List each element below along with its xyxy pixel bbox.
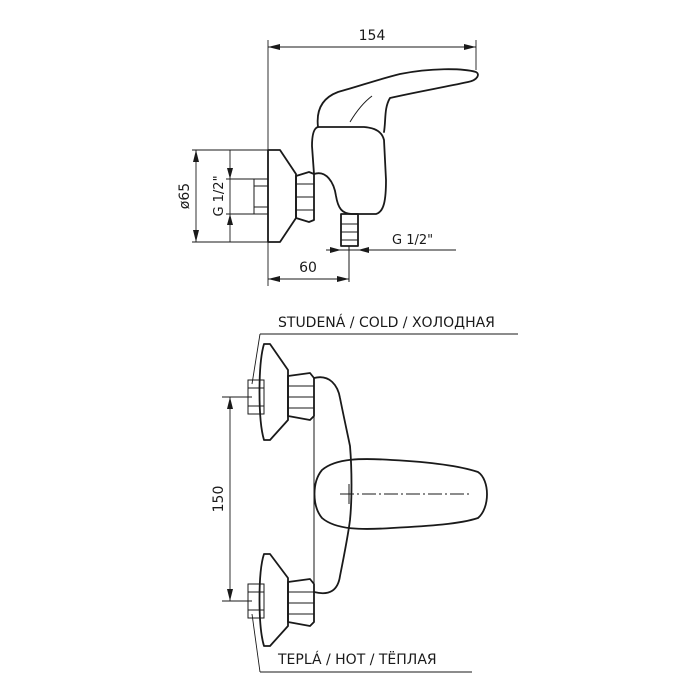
side-body [311,126,387,215]
side-hex-nut [295,171,315,223]
side-inlet-stub [253,178,269,215]
front-lever [313,458,488,530]
dim-flange-diameter-label: ø65 [177,183,193,209]
dim-inlet-spacing-label: 150 [211,486,227,513]
side-view [253,68,479,282]
dim-inlet-thread: G 1/2" [212,150,254,242]
dim-inlet-thread-label: G 1/2" [212,175,227,216]
dim-outlet-thread: G 1/2" [326,233,456,253]
dim-outlet-thread-label: G 1/2" [392,233,433,248]
side-lever [316,68,479,133]
cold-callout: STUDENÁ / COLD / ХОЛОДНАЯ [251,314,518,385]
dim-overall-width-label: 154 [359,28,386,44]
cold-inlet-label: STUDENÁ / COLD / ХОЛОДНАЯ [278,314,495,331]
side-flange [267,149,297,243]
side-outlet [340,213,359,247]
front-view [247,343,488,647]
dim-flange-diameter: ø65 [177,149,268,243]
hot-callout: TEPLÁ / HOT / TËПЛАЯ [251,613,472,673]
hot-inlet-label: TEPLÁ / HOT / TËПЛАЯ [277,650,437,668]
dim-inlet-spacing: 150 [211,396,252,602]
dim-outlet-offset-label: 60 [299,260,317,276]
dim-overall-width: 154 [267,28,477,150]
front-hex-nut-hot [287,578,315,627]
front-body [313,376,353,595]
dim-outlet-offset: 60 [267,242,349,286]
